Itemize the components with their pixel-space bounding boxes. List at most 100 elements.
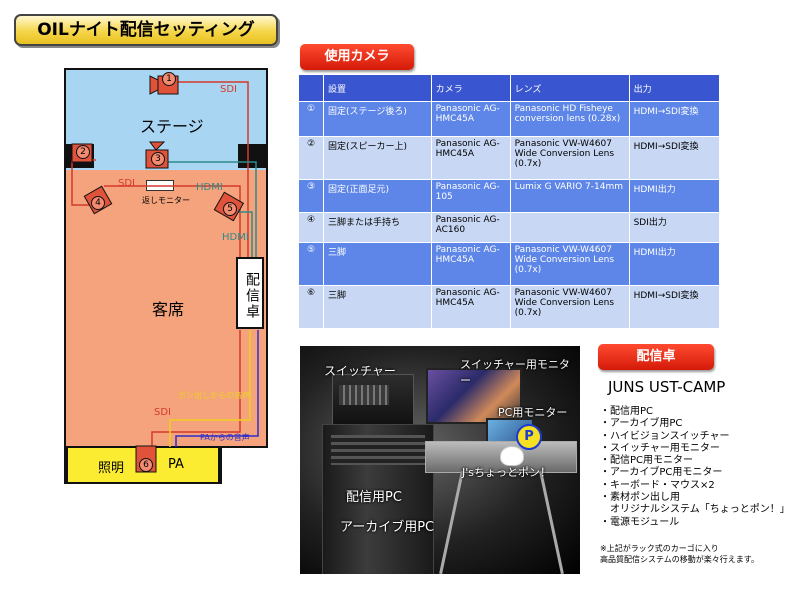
cell-setting: 固定(ステージ後ろ)	[323, 101, 432, 137]
cell-camera: Panasonic AG-HMC45A	[430, 101, 511, 137]
cable-diagram	[71, 75, 259, 473]
hdmi-label-2: HDMI	[222, 232, 249, 243]
camera-5-marker: 5	[223, 202, 237, 216]
camera-table-header: 設置 カメラ レンズ 出力	[298, 74, 721, 102]
footnote: ※上記がラック式のカーゴに入り 高品質配信システムの移動が楽々行えます。	[600, 543, 759, 565]
cell-num: ③	[298, 179, 324, 213]
cell-num: ①	[298, 101, 324, 137]
cell-camera: Panasonic AG-HMC45A	[430, 136, 511, 180]
cell-num: ⑤	[298, 242, 324, 286]
switcher-label: スイッチャー	[324, 364, 396, 378]
list-item: ・キーボード・マウス×2	[600, 479, 715, 491]
floor-plan: ステージ 客席 返しモニター 配信卓	[0, 0, 300, 600]
cell-num: ②	[298, 136, 324, 180]
cell-camera: Panasonic AG-105	[430, 179, 511, 213]
mascot-icon	[500, 446, 524, 466]
bottom-outline	[64, 446, 220, 484]
cell-lens: Panasonic VW-W4607 Wide Conversion Lens …	[509, 242, 630, 286]
return-monitor-label: 返しモニター	[142, 196, 190, 205]
cell-lens: Panasonic VW-W4607 Wide Conversion Lens …	[509, 136, 630, 180]
cell-output: HDMI→SDI変換	[628, 285, 721, 329]
sdi-label-2: SDI	[118, 178, 135, 189]
switcher-monitor-label: スイッチャー用モニター	[460, 358, 570, 387]
camera-section-header: 使用カメラ	[300, 44, 414, 70]
col-setting: 設置	[323, 74, 432, 102]
cell-camera: Panasonic AG-HMC45A	[430, 285, 511, 329]
pa-audio-label: PAからの音声	[200, 433, 250, 442]
camera-lens-1	[149, 75, 159, 95]
list-item: ・ハイビジョンスイッチャー	[600, 430, 730, 442]
pon-audio-line	[169, 330, 251, 447]
cell-camera: Panasonic AG-HMC45A	[430, 242, 511, 286]
table-row: ② 固定(スピーカー上) Panasonic AG-HMC45A Panason…	[298, 136, 721, 180]
equipment-list: ・配信用PC ・アーカイブ用PC ・ハイビジョンスイッチャー ・スイッチャー用モ…	[600, 406, 790, 529]
hdmi-line-cam5	[236, 211, 253, 257]
equipment-photo: P スイッチャー スイッチャー用モニター PC用モニター J'sちょっとポン！ …	[300, 346, 580, 574]
sdi-label-3: SDI	[154, 407, 171, 418]
switcher-monitor	[426, 368, 522, 424]
cell-lens: Panasonic HD Fisheye conversion lens (0.…	[509, 101, 630, 137]
sdi-line-cam1	[176, 81, 249, 257]
camera-2-marker: 2	[76, 145, 90, 159]
chotto-pon-logo: P	[516, 424, 542, 450]
col-num	[298, 74, 324, 102]
camera-table: 設置 カメラ レンズ 出力 ① 固定(ステージ後ろ) Panasonic AG-…	[298, 74, 721, 329]
list-item: ・配信用PC	[600, 406, 654, 417]
cell-setting: 三脚または手持ち	[323, 212, 432, 243]
cell-setting: 固定(スピーカー上)	[323, 136, 432, 180]
table-row: ① 固定(ステージ後ろ) Panasonic AG-HMC45A Panason…	[298, 101, 721, 137]
list-item: ・素材ポン出し用	[600, 492, 680, 504]
list-item: ・配信PC用モニター	[600, 455, 694, 467]
cell-output: HDMI出力	[628, 242, 721, 286]
right-speaker	[238, 144, 266, 168]
list-item: オリジナルシステム「ちょっとポン！」	[600, 504, 790, 516]
sdi-label-1: SDI	[220, 84, 237, 95]
stage-label: ステージ	[140, 117, 204, 136]
camera-3-marker: 3	[151, 152, 165, 166]
lighting-label: 照明	[98, 461, 125, 476]
cell-output: SDI出力	[628, 212, 721, 243]
pa-audio-line	[175, 330, 259, 447]
footnote-line: ※上記がラック式のカーゴに入り	[600, 544, 719, 553]
juns-title: JUNS UST-CAMP	[608, 378, 726, 396]
broadcast-pc-label: 配信用PC	[346, 490, 402, 505]
list-item: ・アーカイブ用PC	[600, 418, 683, 430]
col-camera: カメラ	[430, 74, 511, 102]
hdmi-line-cam3	[166, 161, 257, 257]
rack-case	[322, 424, 434, 574]
pon-audio-label: ポン出しからの音声	[178, 391, 250, 400]
audience-label: 客席	[152, 300, 185, 319]
cell-output: HDMI→SDI変換	[628, 101, 721, 137]
cell-output: HDMI出力	[628, 179, 721, 213]
switcher-device	[332, 374, 414, 426]
sdi-line-cam6	[151, 330, 241, 447]
table-leg	[539, 470, 564, 574]
broadcast-desk-box: 配信卓	[236, 257, 264, 329]
col-output: 出力	[628, 74, 721, 102]
footnote-line: 高品質配信システムの移動が楽々行えます。	[600, 555, 759, 564]
hdmi-label-1: HDMI	[196, 182, 223, 193]
room-outline	[64, 68, 268, 448]
broadcast-desk-header: 配信卓	[598, 344, 714, 370]
list-item: ・アーカイブPC用モニター	[600, 467, 723, 479]
cell-camera: Panasonic AG-AC160	[430, 212, 511, 243]
cell-output: HDMI→SDI変換	[628, 136, 721, 180]
camera-lens-3	[149, 141, 166, 151]
chotto-pon-label: J'sちょっとポン！	[462, 466, 551, 479]
pa-label: PA	[168, 457, 184, 472]
cell-setting: 三脚	[323, 242, 432, 286]
camera-4-marker: 4	[91, 196, 105, 210]
cell-setting: 固定(正面足元)	[323, 179, 432, 213]
camera-1-marker: 1	[162, 72, 176, 86]
table-row: ④ 三脚または手持ち Panasonic AG-AC160 SDI出力	[298, 212, 721, 243]
table-row: ③ 固定(正面足元) Panasonic AG-105 Lumix G VARI…	[298, 179, 721, 213]
list-item: ・電源モジュール	[600, 516, 680, 528]
page-title: OILナイト配信セッティング	[14, 14, 278, 46]
table-row: ⑥ 三脚 Panasonic AG-HMC45A Panasonic VW-W4…	[298, 285, 721, 329]
cell-num: ⑥	[298, 285, 324, 329]
table-row: ⑤ 三脚 Panasonic AG-HMC45A Panasonic VW-W4…	[298, 242, 721, 286]
table-leg	[439, 470, 464, 574]
cell-lens: Panasonic VW-W4607 Wide Conversion Lens …	[509, 285, 630, 329]
list-item: ・スイッチャー用モニター	[600, 442, 720, 454]
sdi-line-cam4	[104, 185, 241, 257]
